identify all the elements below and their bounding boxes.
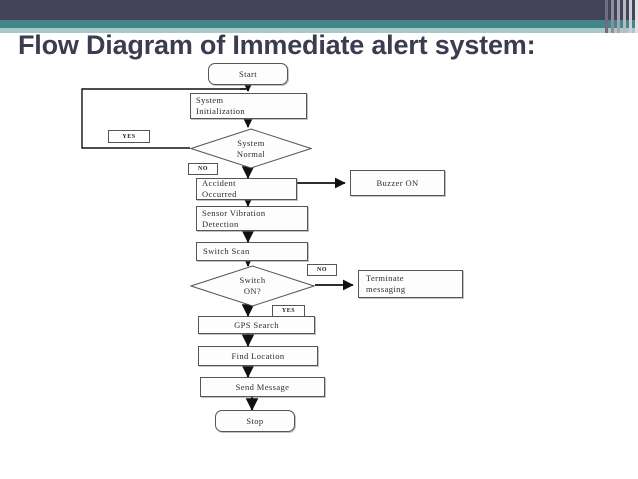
node-accident-occurred[interactable]: Accident Occurred — [196, 178, 297, 200]
node-buzzer-on[interactable]: Buzzer ON — [350, 170, 445, 196]
node-terminate-messaging-label: Terminate messaging — [366, 273, 405, 294]
node-sensor-vibration-detection[interactable]: Sensor Vibration Detection — [196, 206, 308, 231]
header-stripe — [629, 0, 632, 33]
node-system-initialization-label: System Initialization — [196, 95, 245, 116]
header-teal-band — [0, 20, 638, 28]
header-stripe — [623, 0, 626, 33]
node-send-message-label: Send Message — [235, 381, 290, 392]
node-start[interactable]: Start — [208, 63, 288, 85]
node-line-2: messaging — [366, 284, 406, 294]
edge-label-system-normal-no: NO — [188, 163, 218, 175]
edge-label-text: YES — [281, 308, 296, 314]
header-stripe — [611, 0, 614, 33]
decision-switch-on[interactable]: Switch ON? — [190, 265, 315, 307]
node-stop-label: Stop — [246, 415, 264, 426]
node-send-message[interactable]: Send Message — [200, 377, 325, 397]
header-dark-band — [0, 0, 638, 20]
header-stripe — [605, 0, 608, 33]
node-stop[interactable]: Stop — [215, 410, 295, 432]
node-switch-scan[interactable]: Switch Scan — [196, 242, 308, 261]
edge-label-text: YES — [122, 133, 136, 140]
node-find-location-label: Find Location — [231, 350, 285, 361]
node-gps-search[interactable]: GPS Search — [198, 316, 315, 334]
node-line-2: Detection — [202, 218, 239, 229]
node-gps-search-label: GPS Search — [234, 319, 279, 330]
page-title: Flow Diagram of Immediate alert system: — [18, 30, 536, 60]
node-line-1: Sensor Vibration — [202, 207, 266, 218]
node-line-2: Occurred — [202, 189, 237, 199]
node-line-2: Initialization — [196, 106, 246, 116]
node-accident-occurred-label: Accident Occurred — [202, 178, 237, 199]
edge-label-switch-on-no: NO — [307, 264, 337, 276]
node-terminate-messaging[interactable]: Terminate messaging — [358, 270, 463, 298]
node-line-1: Terminate — [366, 273, 404, 284]
node-system-initialization[interactable]: System Initialization — [190, 93, 307, 119]
node-switch-scan-label: Switch Scan — [203, 246, 250, 257]
edge-label-text: NO — [317, 267, 327, 273]
edge-label-text: NO — [198, 166, 208, 172]
node-find-location[interactable]: Find Location — [198, 346, 318, 366]
node-sensor-vibration-detection-label: Sensor Vibration Detection — [202, 208, 266, 229]
header-stripe — [617, 0, 620, 33]
header-stripe-group — [602, 0, 638, 33]
node-line-1: Accident — [202, 178, 236, 189]
node-start-label: Start — [238, 68, 258, 79]
header-light-teal-band — [0, 28, 638, 33]
node-buzzer-on-label: Buzzer ON — [376, 177, 419, 188]
header-stripe — [635, 0, 638, 33]
edge-label-system-normal-yes: YES — [108, 130, 150, 143]
node-line-1: System — [196, 95, 224, 106]
